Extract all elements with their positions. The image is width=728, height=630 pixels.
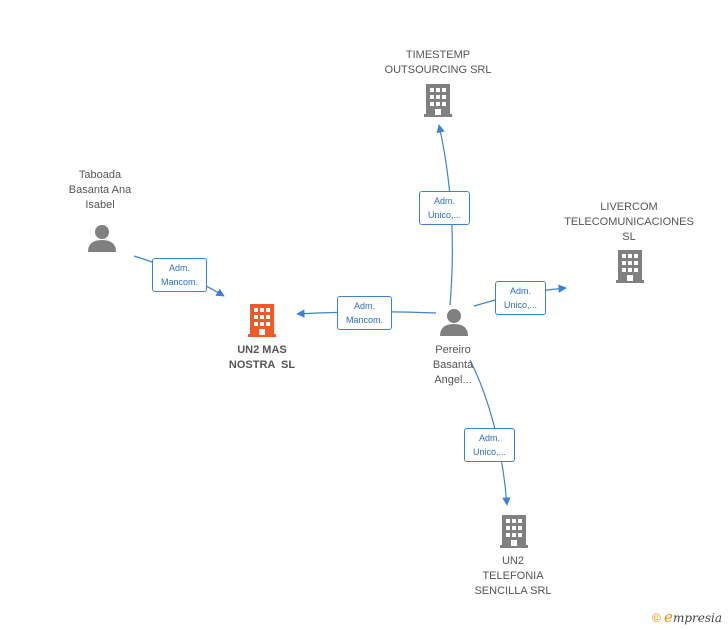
- edge-label-pereiro-un2[interactable]: Adm. Mancom.: [337, 296, 392, 330]
- node-label-livercom[interactable]: LIVERCOM TELECOMUNICACIONES SL: [564, 201, 694, 243]
- person-icon[interactable]: [440, 309, 468, 336]
- brand-e: e: [664, 608, 673, 626]
- node-label-timestemp[interactable]: TIMESTEMP OUTSOURCING SRL: [384, 49, 492, 76]
- brand-name: mpresia: [672, 611, 722, 625]
- brand-logo: © empresia: [652, 608, 722, 626]
- person-icon[interactable]: [88, 225, 116, 252]
- edge-pereiro-telefonia: [469, 359, 511, 506]
- edge-label-pereiro-timestemp[interactable]: Adm. Unico,...: [419, 191, 470, 225]
- building-icon[interactable]: [616, 250, 644, 283]
- node-label-taboada[interactable]: Taboada Basanta Ana Isabel: [68, 169, 132, 211]
- node-label-un2-telefonia[interactable]: UN2 TELEFONIA SENCILLA SRL: [474, 555, 552, 597]
- copyright-symbol: ©: [651, 611, 661, 625]
- edge-label-taboada-un2[interactable]: Adm. Mancom.: [152, 258, 207, 292]
- node-label-un2-mas-nostra[interactable]: UN2 MAS NOSTRA SL: [228, 344, 296, 371]
- building-icon-highlight[interactable]: [248, 304, 276, 337]
- edge-label-pereiro-telefonia[interactable]: Adm. Unico,...: [464, 428, 515, 462]
- node-label-pereiro[interactable]: Pereiro Basanta Angel...: [432, 344, 474, 386]
- building-icon[interactable]: [424, 84, 452, 117]
- edge-label-pereiro-livercom[interactable]: Adm. Unico,...: [495, 281, 546, 315]
- building-icon[interactable]: [500, 515, 528, 548]
